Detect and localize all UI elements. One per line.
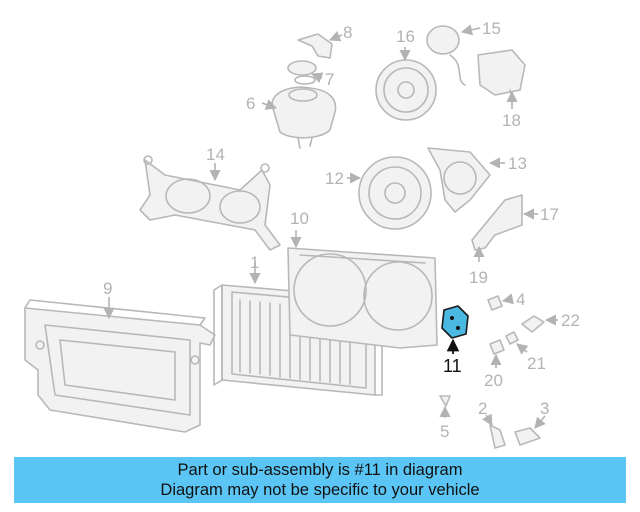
callout-21: 21: [527, 354, 546, 373]
callout-17: 17: [540, 205, 559, 224]
callout-11: 11: [443, 356, 462, 376]
callout-12: 12: [325, 169, 344, 188]
part-10-fan-shroud: [287, 247, 438, 349]
part-22-sensor: [521, 315, 545, 333]
callout-14: 14: [206, 145, 225, 164]
part-5-bolt: [439, 395, 451, 407]
callout-20: 20: [484, 371, 503, 390]
parts-diagram: 9 1 10 14 6 7: [24, 19, 580, 449]
callout-4: 4: [516, 290, 525, 309]
callout-6: 6: [246, 94, 255, 113]
part-14-bracket-frame: [139, 155, 281, 251]
part-17-bracket: [471, 194, 523, 251]
part-12-fan-assembly: [358, 156, 432, 230]
part-2-bracket: [489, 424, 506, 449]
callout-13: 13: [508, 154, 527, 173]
part-21-plug: [505, 331, 519, 345]
info-banner: Part or sub-assembly is #11 in diagram D…: [14, 457, 626, 503]
callout-22: 22: [561, 311, 580, 330]
part-6-expansion-tank: [271, 86, 337, 149]
part-9-front-panel: [24, 299, 216, 433]
part-4-clip: [487, 295, 503, 311]
callout-8: 8: [343, 23, 352, 42]
callout-2: 2: [478, 399, 487, 418]
callout-5: 5: [440, 422, 449, 441]
banner-line-1: Part or sub-assembly is #11 in diagram: [177, 461, 463, 479]
callout-7: 7: [325, 70, 334, 89]
callout-1: 1: [250, 253, 259, 272]
callout-10: 10: [290, 209, 309, 228]
part-18-bracket: [477, 49, 526, 99]
part-15-motor: [426, 25, 466, 86]
part-20-plug: [489, 339, 505, 355]
banner-line-2: Diagram may not be specific to your vehi…: [160, 481, 480, 499]
part-8-clip: [297, 33, 333, 59]
part-3-bracket: [514, 427, 541, 446]
part-11-highlighted: [441, 305, 469, 339]
callout-9: 9: [103, 279, 112, 298]
callout-18: 18: [502, 111, 521, 130]
part-16-fan: [375, 59, 437, 121]
part-13-fan-bracket: [427, 147, 491, 213]
callout-15: 15: [482, 19, 501, 38]
part-7-cap: [287, 60, 317, 85]
callout-3: 3: [540, 399, 549, 418]
callout-16: 16: [396, 27, 415, 46]
callout-19: 19: [469, 268, 488, 287]
